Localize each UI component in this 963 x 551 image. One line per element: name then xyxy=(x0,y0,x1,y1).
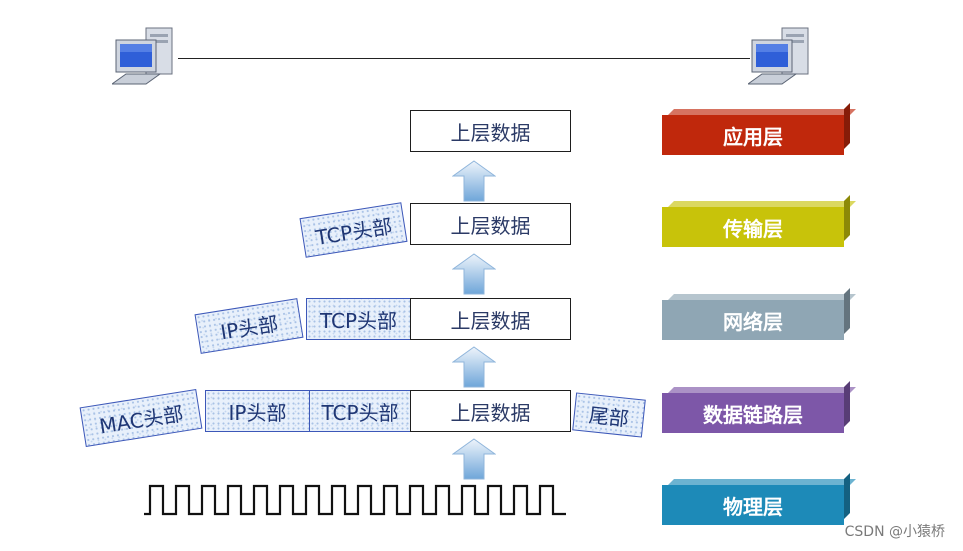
network-link-line xyxy=(178,58,750,59)
upper-data-box: 上层数据 xyxy=(410,110,571,152)
layer-bar-application: 应用层 xyxy=(662,115,844,155)
up-arrow-icon xyxy=(452,253,496,295)
ip-header-box: IP头部 xyxy=(194,298,304,354)
layer-bar-network: 网络层 xyxy=(662,300,844,340)
layer-bar-data-link: 数据链路层 xyxy=(662,393,844,433)
layer-label: 应用层 xyxy=(723,124,783,149)
layer-label: 网络层 xyxy=(723,309,783,334)
upper-data-box: 上层数据 xyxy=(410,203,571,245)
layer-bar-transport: 传输层 xyxy=(662,207,844,247)
mac-header-box: MAC头部 xyxy=(79,389,203,447)
upper-data-box: 上层数据 xyxy=(410,298,571,340)
square-wave-icon xyxy=(144,484,566,516)
watermark: CSDN @小猿桥 xyxy=(844,524,945,540)
layer-label: 数据链路层 xyxy=(703,402,803,427)
tcp-header-box: TCP头部 xyxy=(306,298,411,340)
computer-icon xyxy=(748,27,809,85)
layer-bar-physical: 物理层 xyxy=(662,485,844,525)
computer-icon xyxy=(112,27,173,85)
ip-header-box: IP头部 xyxy=(205,390,310,432)
up-arrow-icon xyxy=(452,160,496,202)
layer-label: 物理层 xyxy=(723,494,783,519)
tcp-header-box: TCP头部 xyxy=(299,202,408,258)
up-arrow-icon xyxy=(452,438,496,480)
layer-label: 传输层 xyxy=(723,216,783,241)
up-arrow-icon xyxy=(452,346,496,388)
upper-data-box: 上层数据 xyxy=(410,390,571,432)
tcp-header-box: TCP头部 xyxy=(309,390,411,432)
trailer-box: 尾部 xyxy=(572,392,646,438)
